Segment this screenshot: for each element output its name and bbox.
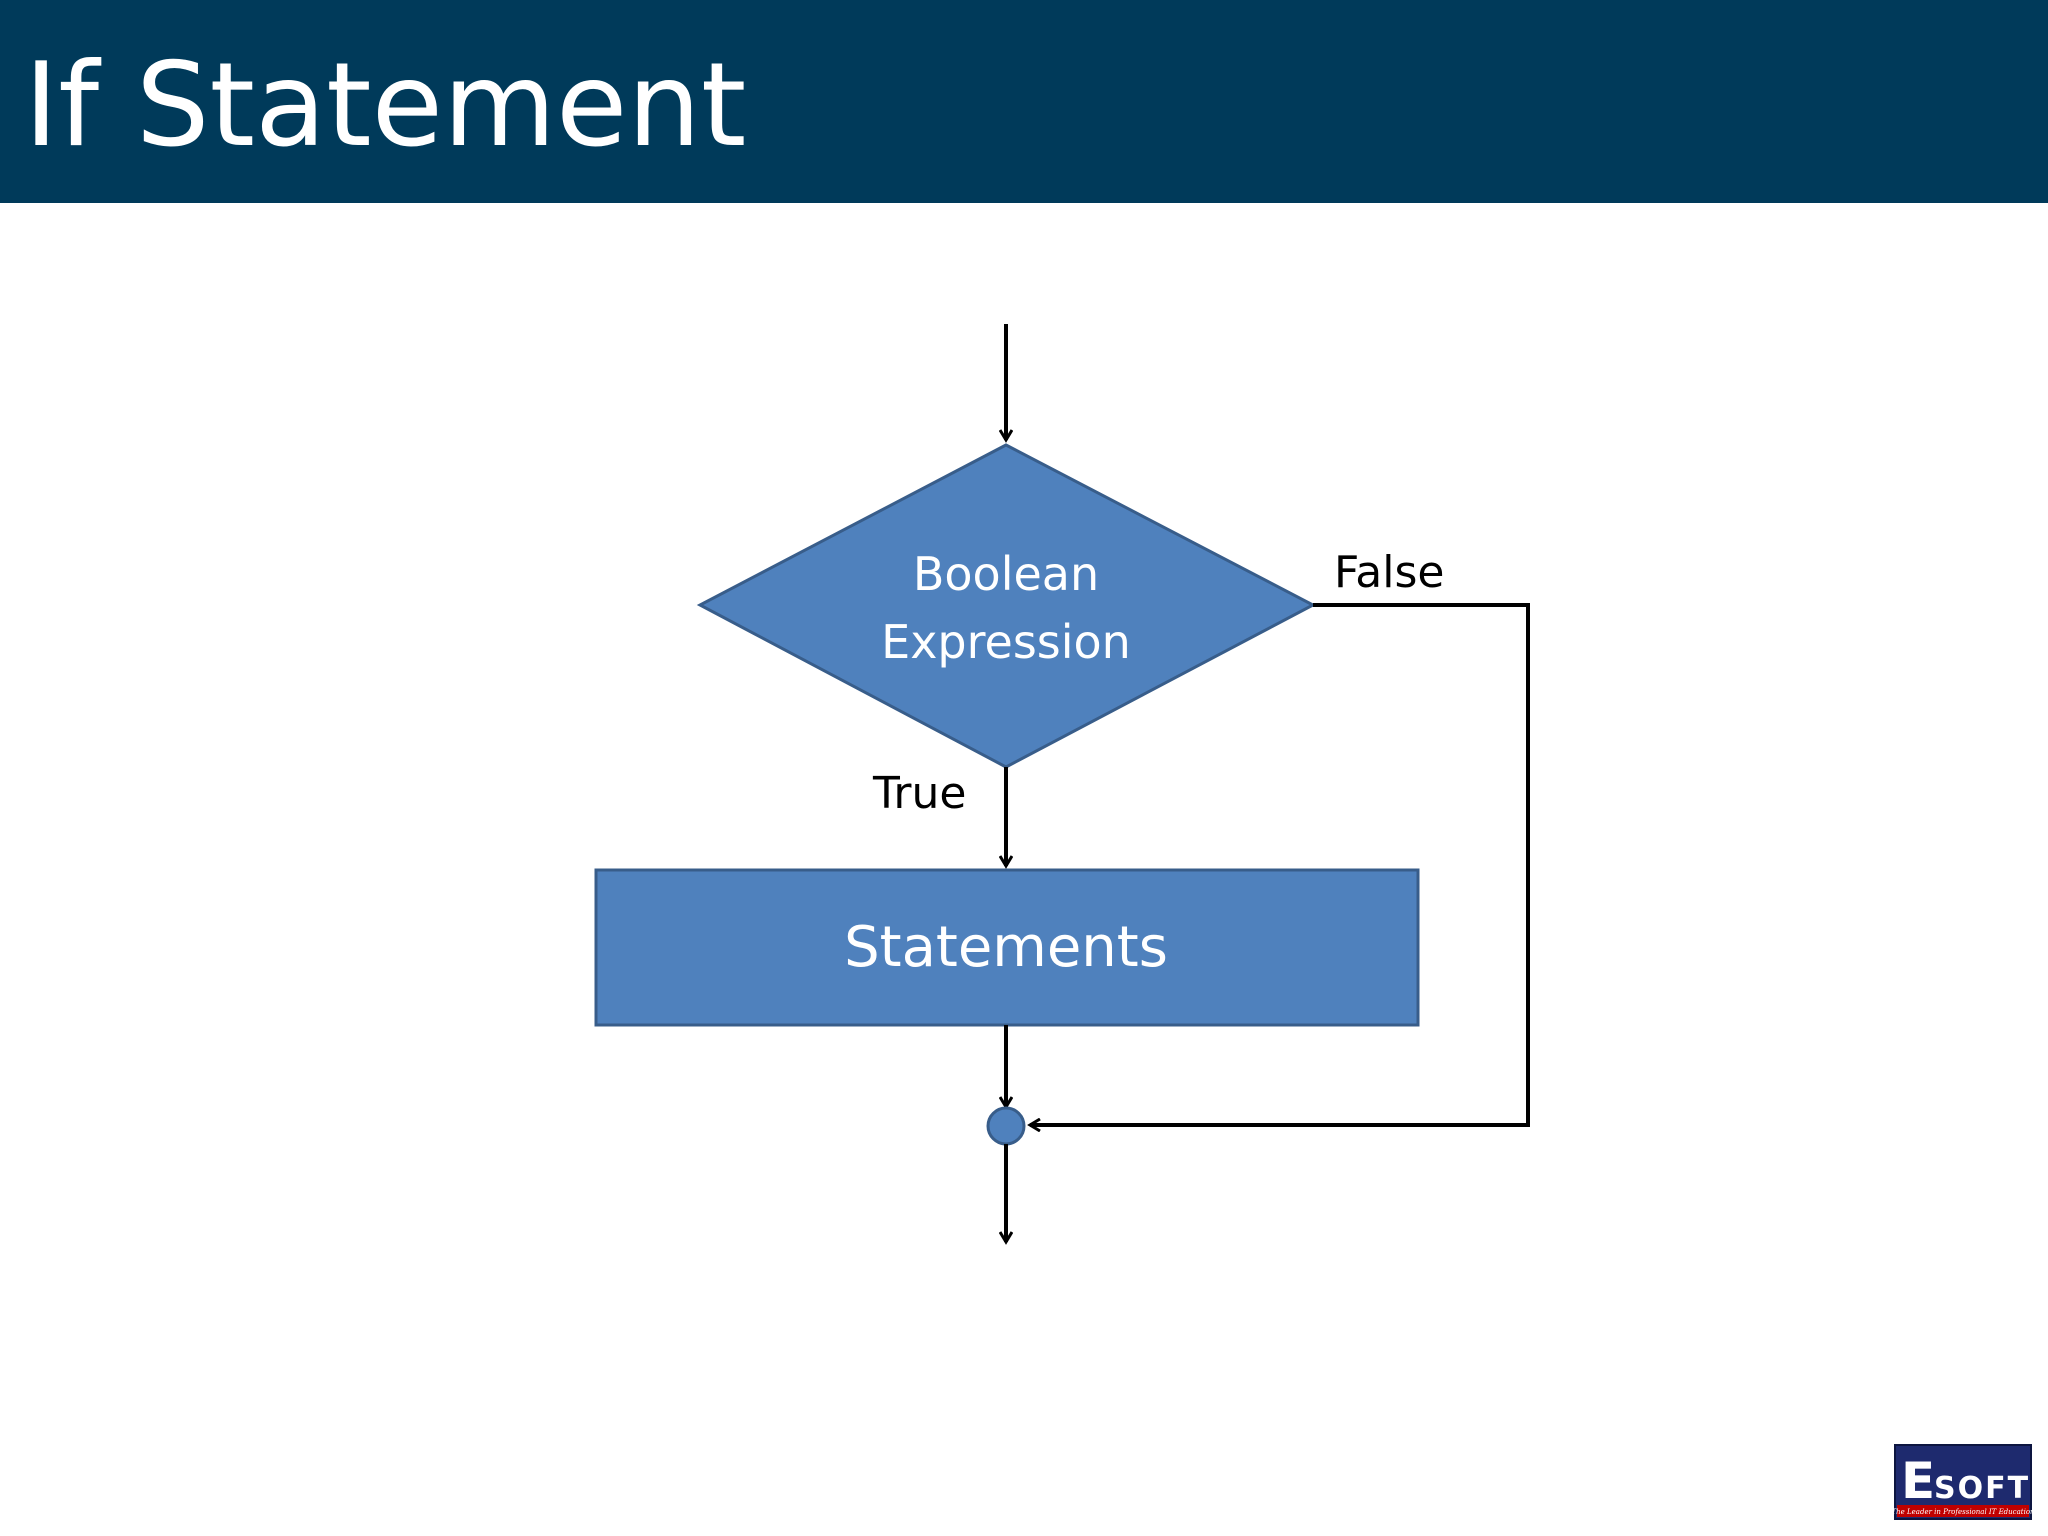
statements-box: [594, 868, 1420, 1027]
svg-text:E: E: [1901, 1452, 1935, 1510]
false-label: False: [1334, 547, 1444, 598]
title-bar: If Statement: [0, 0, 2048, 203]
decision-label-line1: Boolean: [913, 547, 1099, 601]
decision-diamond: [696, 443, 1317, 769]
true-label: True: [872, 768, 966, 819]
esoft-logo: E SOFT The Leader in Professional IT Edu…: [1891, 1444, 2035, 1520]
statements-label: Statements: [844, 915, 1168, 980]
svg-text:The Leader in Professional IT: The Leader in Professional IT Education: [1891, 1508, 2035, 1516]
decision-label-line2: Expression: [881, 615, 1131, 669]
slide-title: If Statement: [24, 38, 747, 173]
junction-node: [986, 1106, 1026, 1146]
svg-text:SOFT: SOFT: [1934, 1471, 2030, 1506]
false-path: [1030, 603, 1530, 1125]
